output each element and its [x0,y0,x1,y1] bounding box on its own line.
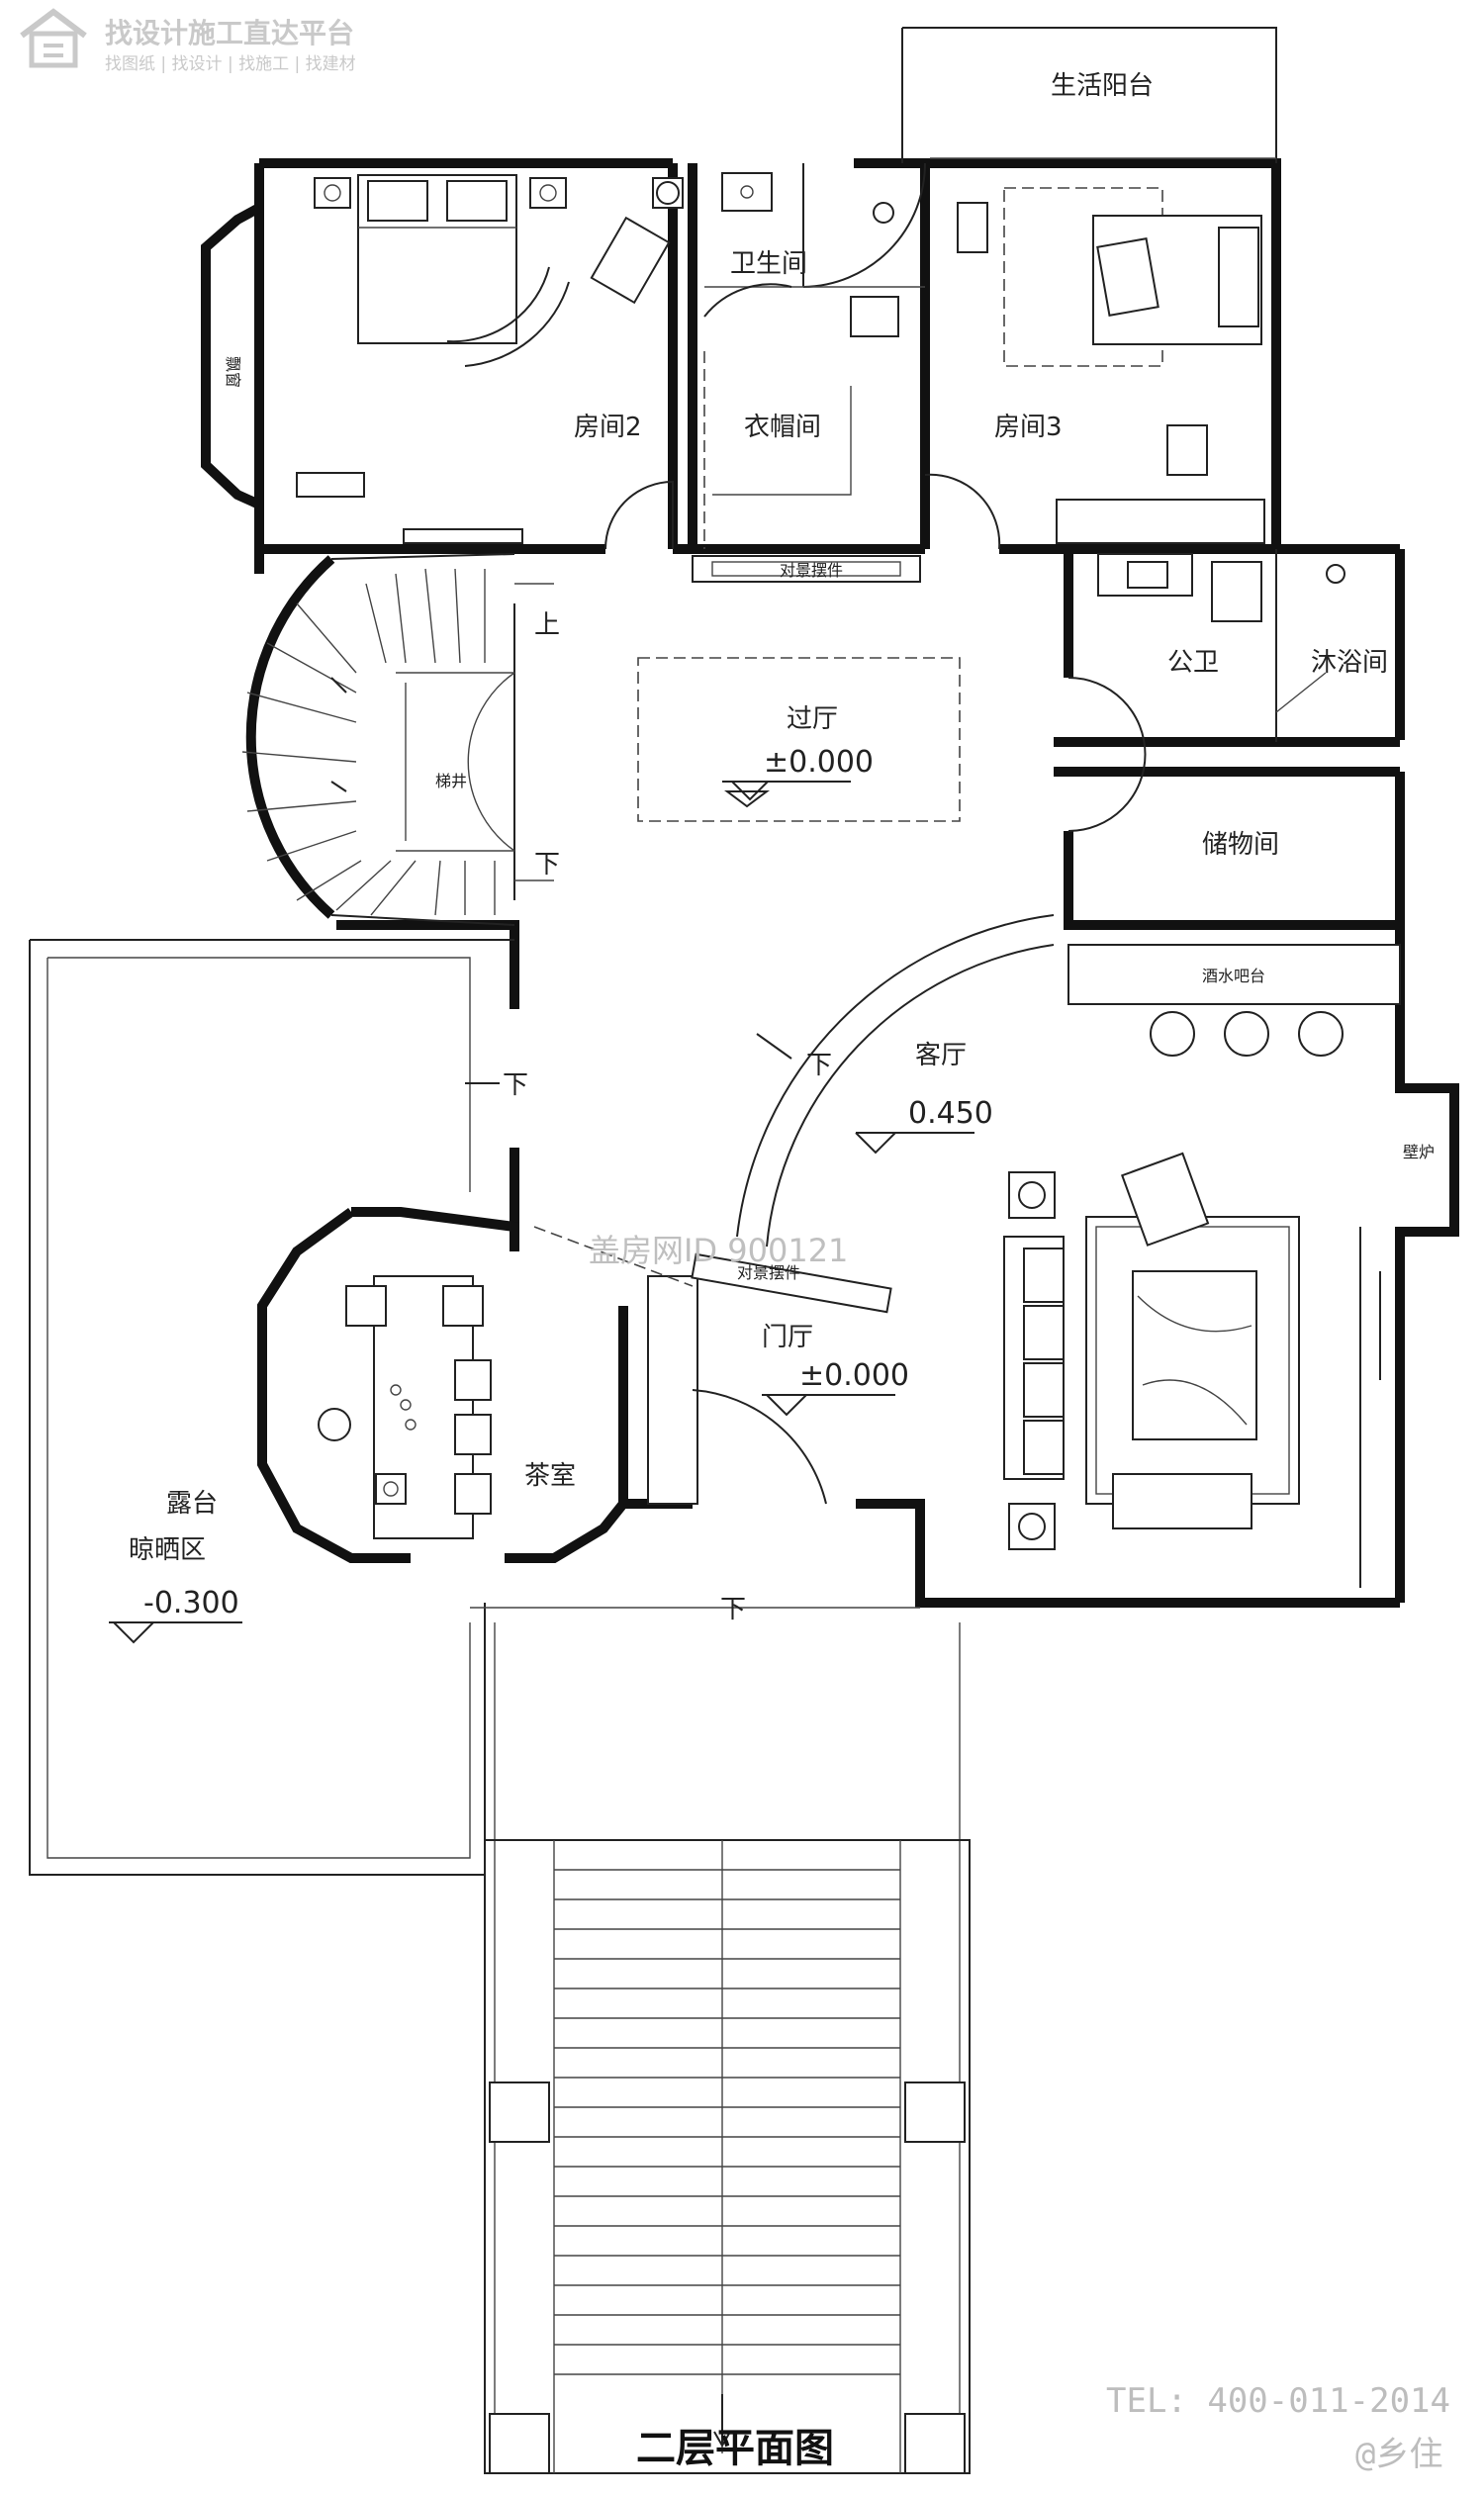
direction-arrows [330,677,792,1084]
credit-handle: @乡住 [1355,2435,1442,2474]
spiral-stair [241,553,554,926]
label-terrace: 露台 [166,1489,218,1519]
living-furniture [1003,1152,1381,1588]
level-markers [109,781,974,1644]
bath-cloak-fixtures [692,162,926,583]
room-labels: 房间2 房间3 卫生间 衣帽间 生活阳台 公卫 沐浴间 储物间 过厅 客厅 门厅… [129,71,1435,1565]
label-bathroom: 卫生间 [730,249,807,279]
level-foyer: ±0.000 [799,1358,909,1393]
brand-title: 找设计施工直达平台 [105,17,355,49]
house-logo-icon [20,8,87,68]
level-living: 0.450 [908,1096,993,1131]
brand-watermark: 找设计施工直达平台 找图纸 | 找设计 | 找施工 | 找建材 [14,6,429,75]
label-cloakroom: 衣帽间 [744,413,821,442]
level-labels: ±0.000 0.450 ±0.000 -0.300 [143,745,993,1620]
stair-down-label-2: 下 [503,1070,528,1100]
stair-down-label-1: 下 [534,850,560,879]
room2-furniture [296,174,684,550]
label-public-wc: 公卫 [1167,648,1219,678]
label-stairwell: 梯井 [435,772,467,790]
drawing-title: 二层平面图 [636,2426,834,2471]
tearoom-furniture [318,1275,492,1539]
brand-subtitle: 找图纸 | 找设计 | 找施工 | 找建材 [105,54,356,74]
living-hall-elements [533,657,1055,1505]
label-drying: 晾晒区 [129,1535,206,1565]
label-living: 客厅 [915,1041,967,1070]
label-display-cabinet-1: 对景摆件 [780,561,843,580]
label-storage: 储物间 [1202,830,1279,860]
label-shower: 沐浴间 [1311,648,1388,678]
label-fireplace: 壁炉 [1403,1143,1435,1161]
exterior-stairs [484,1839,971,2474]
label-bar: 酒水吧台 [1202,967,1265,985]
label-hall: 过厅 [787,704,838,734]
walls [201,27,1459,1608]
level-terrace: -0.300 [143,1586,239,1620]
stair-down-label-3: 下 [806,1051,832,1080]
label-tearoom: 茶室 [524,1461,576,1491]
level-hall: ±0.000 [764,745,874,780]
stair-direction-labels: 上 下 下 下 下 [503,610,832,1624]
wc-storage-fixtures [1067,549,1401,1057]
label-room3: 房间3 [994,413,1063,442]
tel-number: TEL: 400-011-2014 [1106,2381,1450,2421]
label-room2: 房间2 [574,413,642,442]
terrace [29,939,961,2473]
stair-up-label: 上 [534,610,560,640]
label-balcony: 生活阳台 [1051,71,1154,101]
label-foyer: 门厅 [762,1323,813,1352]
watermark-id: 盖房网ID 900121 [589,1232,848,1269]
stair-down-label-4: 下 [720,1595,746,1624]
room3-furniture [924,157,1276,550]
label-display-cabinet-2: 对景摆件 [737,1263,800,1282]
label-bay-window: 飘窗 [224,356,242,388]
